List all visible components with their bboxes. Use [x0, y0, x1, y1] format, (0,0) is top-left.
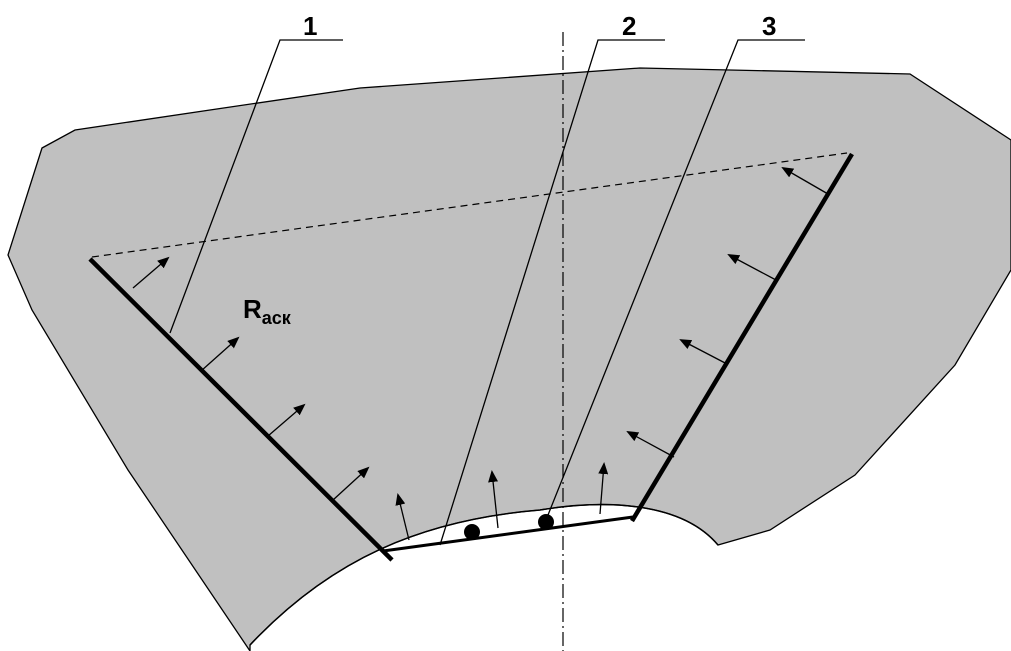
arrow-right-4 — [626, 431, 675, 458]
arrow-right-2 — [727, 254, 777, 281]
callout-3-label: 3 — [762, 11, 776, 41]
rock-mass — [7, 67, 1011, 651]
callout-2-label: 2 — [622, 11, 636, 41]
arrow-bottom-3 — [598, 462, 609, 515]
leader-2 — [439, 39, 665, 546]
spacer-dot-left — [464, 524, 480, 540]
bottom-strut — [382, 515, 634, 553]
arrow-right-3 — [679, 339, 728, 365]
leader-3 — [547, 39, 805, 516]
reaction-label-sub: аск — [262, 308, 292, 328]
reaction-label: Rаск — [243, 294, 292, 328]
right-anchor — [630, 152, 854, 523]
arrow-left-1 — [132, 256, 170, 289]
left-anchor — [88, 257, 394, 562]
arrow-bottom-1 — [395, 493, 410, 541]
arrow-left-2 — [200, 336, 240, 372]
excavation-arc — [249, 503, 719, 646]
arrow-bottom-2 — [488, 470, 499, 529]
arrow-left-3 — [267, 403, 306, 437]
reaction-label-main: R — [243, 294, 262, 324]
leader-1 — [169, 39, 343, 334]
spacer-dot-right — [538, 514, 554, 530]
callout-1-label: 1 — [303, 11, 317, 41]
arrow-right-1 — [781, 166, 829, 195]
arrow-left-4 — [332, 466, 370, 501]
